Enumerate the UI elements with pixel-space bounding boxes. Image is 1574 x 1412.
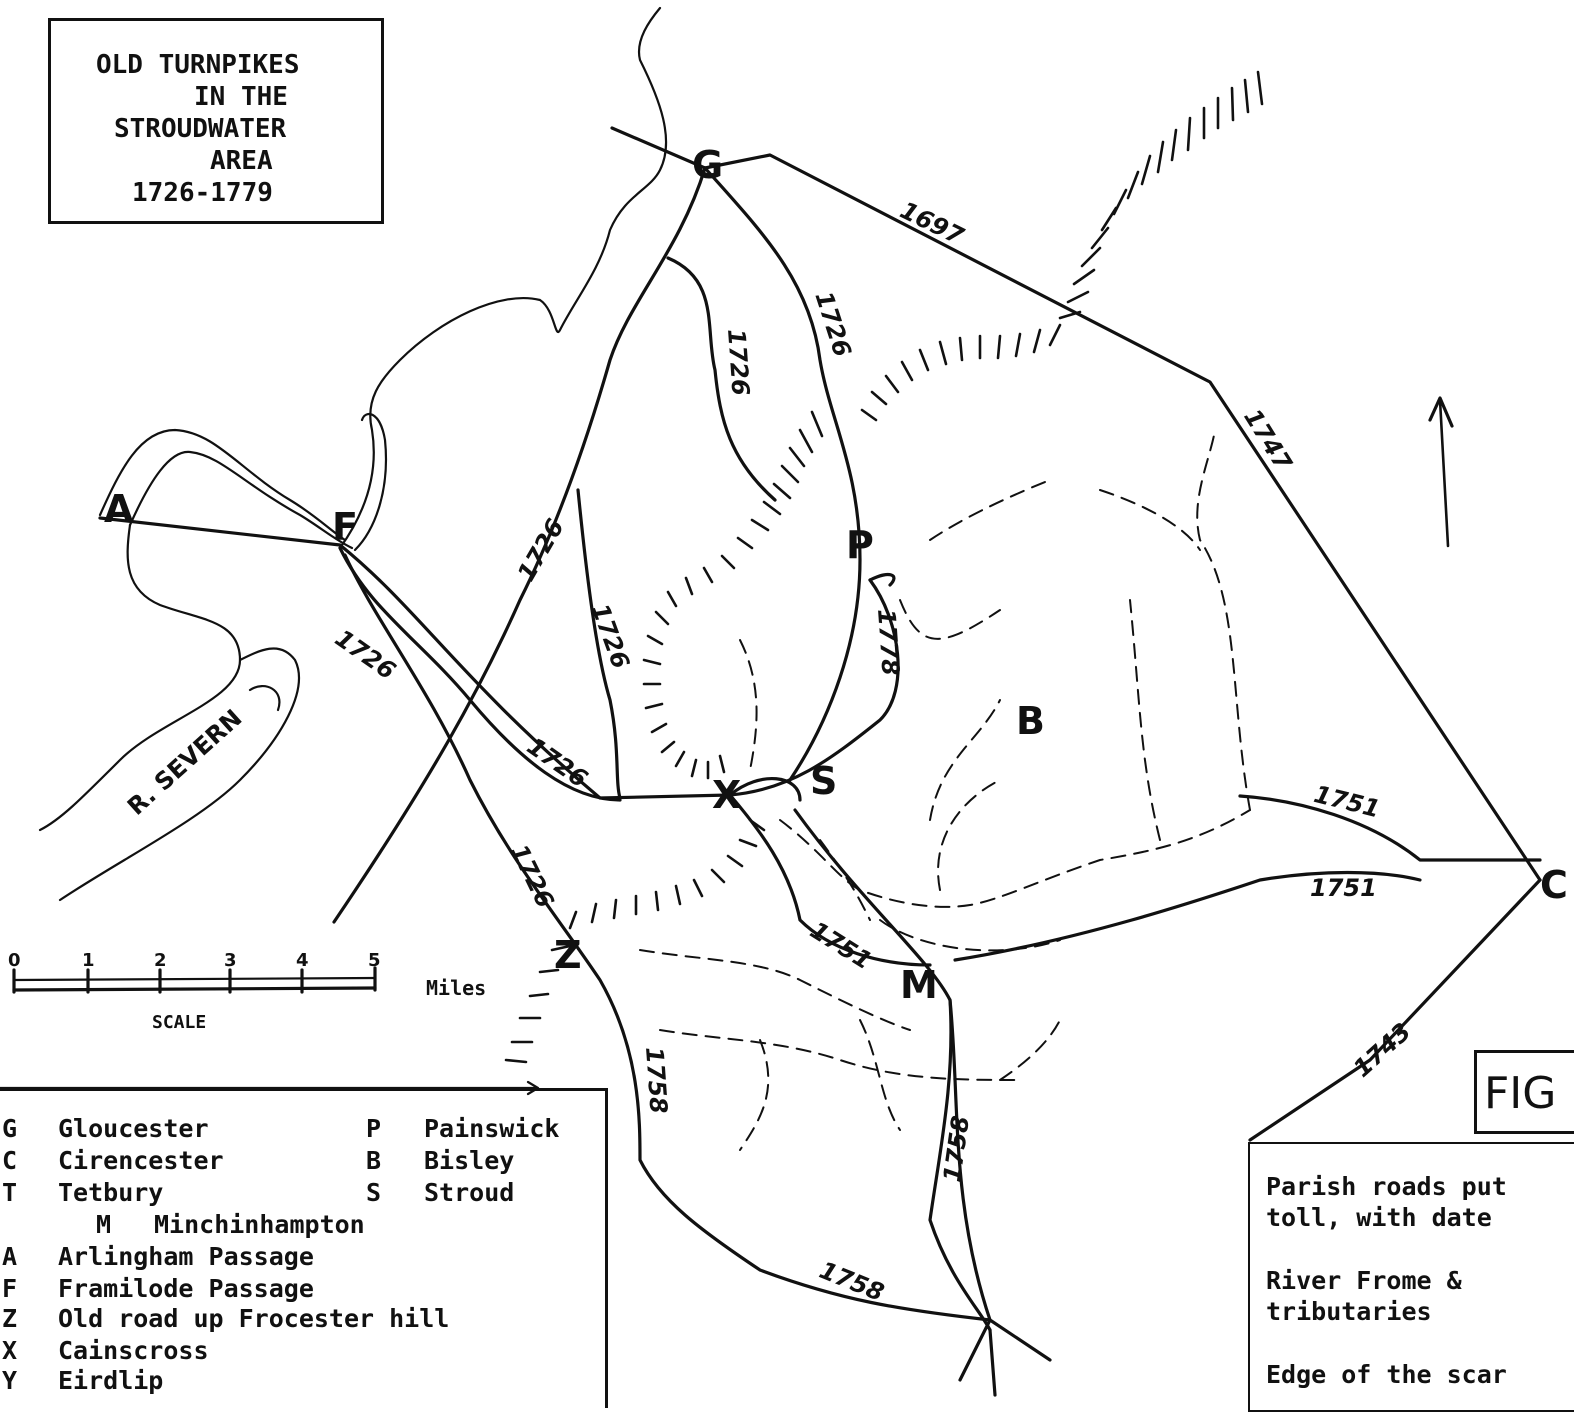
- key-name-frocester-hill: Old road up Frocester hill: [58, 1304, 450, 1333]
- key-code-a: A: [2, 1242, 18, 1271]
- figure-label: FIG: [1484, 1068, 1557, 1119]
- date-glos-inner: 1726: [722, 328, 755, 397]
- river-severn: [38, 6, 668, 902]
- scale-unit: Miles: [426, 976, 487, 1000]
- figure-box: [1474, 1050, 1574, 1134]
- scale-tick-5: 5: [368, 950, 381, 971]
- date-south-a: 1758: [640, 1046, 673, 1115]
- place-stroud: S: [810, 759, 838, 803]
- river-frome: [639, 429, 1251, 1151]
- key-name-tetbury: Tetbury: [58, 1178, 164, 1207]
- key-code-p: P: [366, 1114, 382, 1143]
- key-code-g: G: [2, 1114, 18, 1143]
- scale-tick-0: 0: [8, 950, 21, 971]
- date-painswick-stroud: 1778: [872, 608, 905, 677]
- key-box: [0, 1088, 608, 1408]
- scale-title: SCALE: [152, 1012, 207, 1033]
- key-name-gloucester: Gloucester: [58, 1114, 209, 1143]
- title-line-1: OLD TURNPIKES: [96, 50, 300, 80]
- place-arlingham: A: [104, 487, 134, 531]
- key-code-f: F: [2, 1274, 18, 1303]
- title-line-3: STROUDWATER: [114, 114, 287, 144]
- scale-tick-1: 1: [82, 950, 95, 971]
- north-arrow: [1428, 396, 1454, 428]
- scarp-hachures: [504, 70, 1450, 1064]
- key-code-y: Y: [2, 1366, 18, 1395]
- key-name-stroud: Stroud: [424, 1178, 515, 1207]
- legend-scarp: Edge of the scar: [1266, 1360, 1507, 1389]
- place-cainscross: X: [712, 773, 742, 817]
- title-line-4: AREA: [210, 146, 273, 176]
- key-name-birdlip: Eirdlip: [58, 1366, 164, 1395]
- scale-tick-3: 3: [224, 950, 237, 971]
- key-code-c: C: [2, 1146, 18, 1175]
- key-name-cainscross: Cainscross: [58, 1336, 209, 1365]
- key-name-framilode: Framilode Passage: [58, 1274, 314, 1303]
- key-code-z: Z: [2, 1304, 18, 1333]
- key-name-arlingham: Arlingham Passage: [58, 1242, 314, 1271]
- key-name-painswick: Painswick: [424, 1114, 560, 1143]
- key-name-bisley: Bisley: [424, 1146, 515, 1175]
- scale-tick-4: 4: [296, 950, 309, 971]
- place-bisley: B: [1016, 699, 1045, 743]
- key-code-x: X: [2, 1336, 18, 1365]
- date-stroud-bisley-b: 1751: [1310, 874, 1377, 902]
- key-code-m: M: [96, 1210, 112, 1239]
- turnpike-roads: [98, 126, 1542, 1397]
- legend-roads: Parish roads put toll, with date: [1266, 1172, 1507, 1232]
- scale-bar: [12, 966, 377, 994]
- legend-rivers: River Frome & tributaries: [1266, 1266, 1462, 1326]
- title-line-5: 1726-1779: [132, 178, 273, 208]
- title-line-2: IN THE: [194, 82, 288, 112]
- place-framilode: F: [332, 505, 358, 549]
- key-code-t: T: [2, 1178, 18, 1207]
- title-box: [48, 18, 384, 224]
- scale-tick-2: 2: [154, 950, 167, 971]
- key-name-minchinhampton: Minchinhampton: [154, 1210, 365, 1239]
- key-code-b: B: [366, 1146, 382, 1175]
- key-name-cirencester: Cirencester: [58, 1146, 224, 1175]
- key-code-s: S: [366, 1178, 382, 1207]
- place-frocester: Z: [554, 933, 582, 977]
- place-painswick: P: [846, 523, 874, 567]
- place-cirencester: C: [1540, 863, 1568, 907]
- place-minchinhampton: M: [900, 963, 938, 1007]
- place-gloucester: G: [692, 143, 724, 187]
